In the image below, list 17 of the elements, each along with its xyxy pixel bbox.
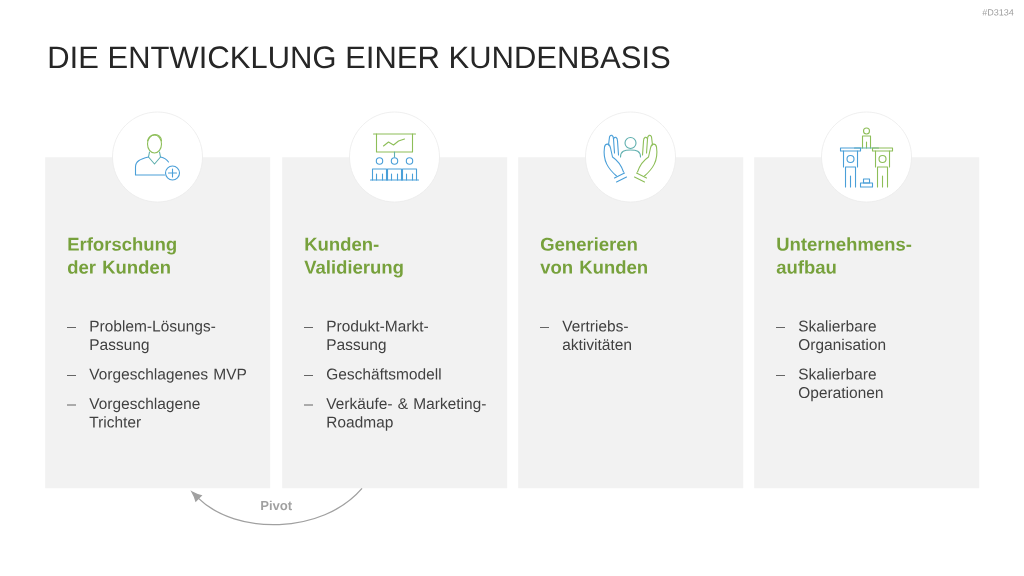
title: DIE ENTWICKLUNG EINER KUNDENBASIS [49,46,670,69]
bullet-text: Verkäufe- & Marketing- Roadmap [326,397,486,431]
bullet-text: Geschäftsmodell [327,368,441,380]
bullet-text: Vertriebs- aktivitäten [562,320,631,351]
stage-heading: Unternehmens- aufbau [776,237,912,274]
bullet-text: Vorgeschlagene Trichter [89,397,200,428]
bullet-text: Produkt-Markt- Passung [327,320,428,354]
bullet-text: Vorgeschlagenes MVP [89,368,247,383]
bullet-text: Skalierbare Operationen [798,368,883,402]
edge-label: Pivot [258,499,294,512]
stage-heading: Generieren von Kunden [540,237,647,274]
page-code: #D3134 [982,9,1014,16]
pivot-arrow [191,487,363,526]
bullet-text: Problem-Lösungs- Passung [90,320,216,354]
bullet-text: Skalierbare Organisation [798,320,886,354]
stage-heading: Kunden- Validierung [304,237,403,278]
stage-heading: Erforschung der Kunden [67,237,176,274]
